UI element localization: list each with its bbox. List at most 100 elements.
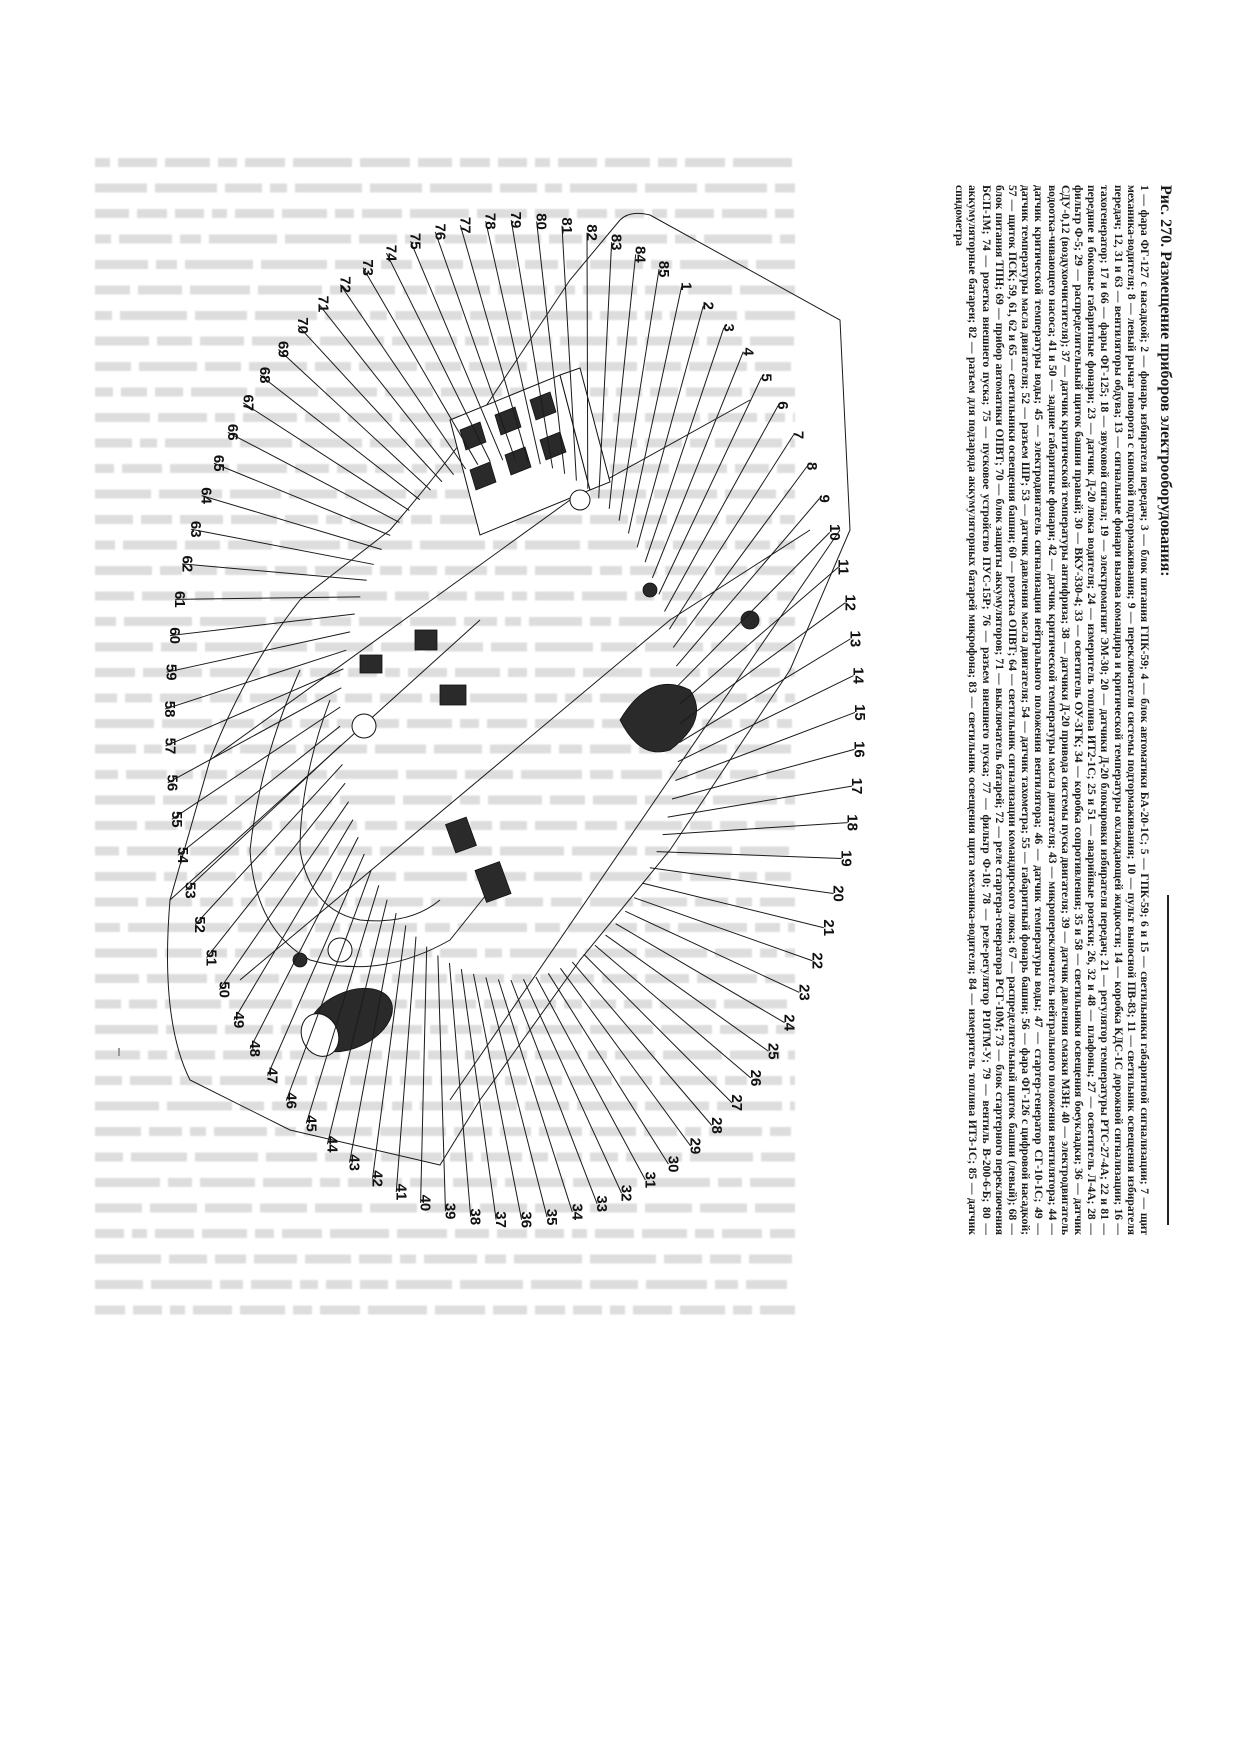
leader-line: [213, 462, 391, 536]
callout-number: 63: [187, 521, 204, 538]
ghost-word: [210, 693, 242, 703]
ghost-word: [370, 438, 407, 448]
ghost-word: [407, 719, 452, 728]
ghost-word: [434, 744, 482, 754]
ghost-word: [556, 1152, 582, 1162]
ghost-word: [535, 1229, 564, 1238]
ghost-word: [663, 1050, 722, 1060]
ghost-word: [690, 693, 747, 703]
ghost-word: [435, 464, 474, 473]
ghost-word: [157, 336, 192, 346]
ghost-word: [500, 183, 537, 193]
ghost-word: [775, 209, 794, 218]
ghost-word: [715, 948, 752, 958]
callout-number: 66: [224, 424, 241, 441]
ghost-word: [380, 566, 402, 575]
ghost-word: [750, 1178, 795, 1187]
ghost-word: [158, 413, 207, 422]
ghost-word: [765, 872, 791, 881]
leader-line: [437, 955, 446, 1212]
ghost-word: [613, 413, 637, 422]
hull-outline-svg: 1234567891011121314151617181920212223242…: [161, 212, 868, 1228]
ghost-word: [645, 183, 697, 193]
ghost-word: [335, 209, 354, 218]
ghost-word: [677, 846, 732, 856]
callout-number: 78: [482, 213, 499, 230]
ghost-word: [559, 744, 582, 754]
leader-line: [349, 912, 397, 1163]
leader-line: [191, 528, 374, 565]
ghost-word: [560, 336, 609, 346]
ghost-word: [185, 540, 220, 550]
ghost-word: [145, 821, 177, 830]
ghost-word: [392, 1101, 412, 1111]
ghost-word: [460, 795, 480, 805]
ghost-word: [566, 260, 582, 269]
ghost-word: [485, 1254, 506, 1264]
ghost-word: [431, 897, 497, 907]
ghost-word: [697, 974, 757, 983]
ghost-word: [745, 311, 795, 320]
ghost-word: [733, 1305, 752, 1315]
ghost-word: [793, 413, 795, 422]
ghost-word: [545, 183, 562, 193]
ghost-word: [320, 617, 351, 626]
ghost-word: [535, 668, 575, 677]
ghost-word: [440, 948, 477, 958]
ghost-word: [133, 1305, 162, 1315]
ghost-word: [645, 923, 670, 932]
ghost-word: [335, 260, 373, 269]
ghost-word: [673, 540, 727, 550]
ghost-word: [645, 362, 681, 371]
ghost-word: [577, 1101, 637, 1111]
ghost-word: [305, 413, 340, 422]
ghost-word: [282, 209, 327, 218]
ghost-word: [725, 1076, 747, 1085]
ghost-word: [175, 209, 204, 218]
callout-number: 10: [826, 524, 843, 541]
callout-number: 34: [568, 1203, 585, 1220]
ghost-word: [675, 234, 696, 244]
ghost-word: [235, 770, 263, 779]
ghost-word: [766, 770, 795, 779]
ghost-word: [210, 948, 227, 958]
figure-caption: Рис. 270. Размещение приборов электрообо…: [875, 185, 1175, 1235]
ghost-word: [715, 566, 747, 575]
ghost-word: [652, 209, 667, 218]
ghost-word: [326, 1280, 352, 1289]
ghost-word: [724, 999, 787, 1009]
ghost-word: [275, 1127, 296, 1136]
ghost-word: [535, 591, 574, 601]
ghost-word: [155, 387, 183, 397]
ghost-word: [410, 209, 469, 218]
callout-number: 50: [215, 981, 232, 998]
ghost-word: [445, 566, 487, 575]
ghost-word: [690, 1152, 753, 1162]
ghost-word: [348, 923, 417, 932]
callout-number: 67: [239, 395, 256, 412]
ghost-word: [304, 872, 332, 881]
leader-line: [677, 675, 854, 763]
battery-block: [445, 816, 477, 854]
ghost-word: [615, 1050, 655, 1060]
callout-number: 85: [655, 261, 672, 278]
ghost-word: [268, 668, 302, 677]
leader-line: [536, 221, 566, 474]
callout-number: 24: [781, 1014, 798, 1031]
callout-number: 2: [699, 302, 716, 310]
ghost-word: [590, 234, 606, 244]
ghost-word: [300, 1280, 318, 1289]
ghost-word: [645, 1101, 709, 1111]
ghost-word: [280, 821, 307, 830]
ghost-word: [320, 1178, 340, 1187]
ghost-word: [95, 1076, 122, 1085]
leader-line: [219, 801, 350, 990]
ghost-word: [300, 719, 329, 728]
ghost-word: [425, 1203, 472, 1213]
ghost-word: [406, 770, 457, 779]
ghost-word: [710, 591, 769, 601]
ghost-word: [315, 1076, 342, 1085]
ghost-word: [282, 1229, 322, 1238]
ghost-word: [582, 591, 627, 601]
ghost-word: [790, 438, 795, 448]
